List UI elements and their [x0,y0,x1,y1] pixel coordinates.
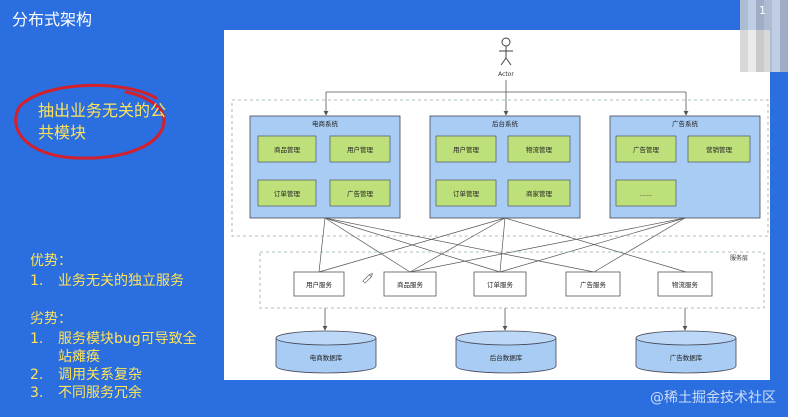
module-box [435,135,497,163]
module-label: ...... [640,190,652,198]
service-box [383,271,437,297]
disadvantages-heading: 劣势： [30,311,72,327]
service-box [473,271,527,297]
service-boxes: 用户服务 商品服务 订单服务 广告服务 物流服务 [293,271,713,297]
module-label: 用户管理 [453,145,480,154]
service-label: 广告服务 [580,280,607,289]
diagram-canvas: Actor 电商系统 商品管理 用户管理 订单管理 广告管理 后台 [224,30,770,380]
architecture-diagram: Actor 电商系统 商品管理 用户管理 订单管理 广告管理 后台 [231,37,769,374]
module-label: 订单管理 [453,189,480,198]
service-call-lines [318,217,687,273]
video-thumbnail [740,0,788,72]
module-label: 广告管理 [633,145,660,154]
actor-label: Actor [498,71,514,78]
module-label: 订单管理 [274,189,301,198]
pencil-icon [362,272,374,284]
slide-title: 分布式架构 [12,10,93,29]
module-box [257,135,317,163]
database-ecommerce: 电商数据库 [275,330,377,374]
annotation-circle [14,83,166,160]
service-label: 订单服务 [487,280,514,289]
database-backend: 后台数据库 [455,330,557,374]
module-box [507,179,571,207]
actor-icon [499,37,513,66]
system-backend: 后台系统 用户管理 物流管理 订单管理 商家管理 [429,115,581,219]
module-box [615,135,677,163]
system-ecommerce: 电商系统 商品管理 用户管理 订单管理 广告管理 [249,115,401,219]
advantages-section: 优势： 1.业务无关的独立服务 [30,252,184,290]
database-label: 广告数据库 [670,353,703,362]
disadvantage-item: 2.调用关系复杂 [30,367,142,383]
service-label: 商品服务 [397,280,424,289]
module-label: 广告管理 [347,189,374,198]
service-label: 物流服务 [672,280,699,289]
module-label: 商品管理 [274,145,301,154]
database-advertising: 广告数据库 [635,330,737,374]
module-box [329,135,391,163]
system-title: 后台系统 [492,119,519,128]
module-box [435,179,497,207]
database-label: 后台数据库 [490,353,523,362]
corner-mark: 1 [759,4,766,17]
advantage-item: 1.业务无关的独立服务 [30,273,184,289]
module-box [329,179,391,207]
service-layer-frame [259,251,765,309]
service-box [565,271,621,297]
database-arrows [322,308,688,331]
module-box [257,179,317,207]
module-label: 用户管理 [347,145,374,154]
slide-note: 抽出业务无关的公共模块 [38,101,167,142]
watermark: @稀土掘金技术社区 [650,390,776,406]
service-box [293,271,345,297]
actor-connectors [323,80,689,116]
service-label: 用户服务 [306,280,333,289]
module-box [507,135,571,163]
disadvantages-section: 劣势： 1.服务模块bug可导致全站瘫痪 2.调用关系复杂 3.不同服务冗余 [30,310,210,402]
disadvantage-item: 3.不同服务冗余 [30,385,142,401]
system-advertising: 广告系统 广告管理 营销管理 ...... [609,115,761,219]
system-title: 广告系统 [672,119,699,128]
module-box [615,179,677,207]
service-box [657,271,713,297]
disadvantage-item: 1.服务模块bug可导致全站瘫痪 [30,331,197,365]
system-title: 电商系统 [312,119,339,128]
advantages-heading: 优势： [30,253,72,269]
module-label: 商家管理 [526,189,553,198]
module-label: 物流管理 [526,145,553,154]
module-box [687,135,751,163]
module-label: 营销管理 [706,145,733,154]
service-layer-label: 服务层 [730,254,748,262]
database-label: 电商数据库 [310,353,343,362]
